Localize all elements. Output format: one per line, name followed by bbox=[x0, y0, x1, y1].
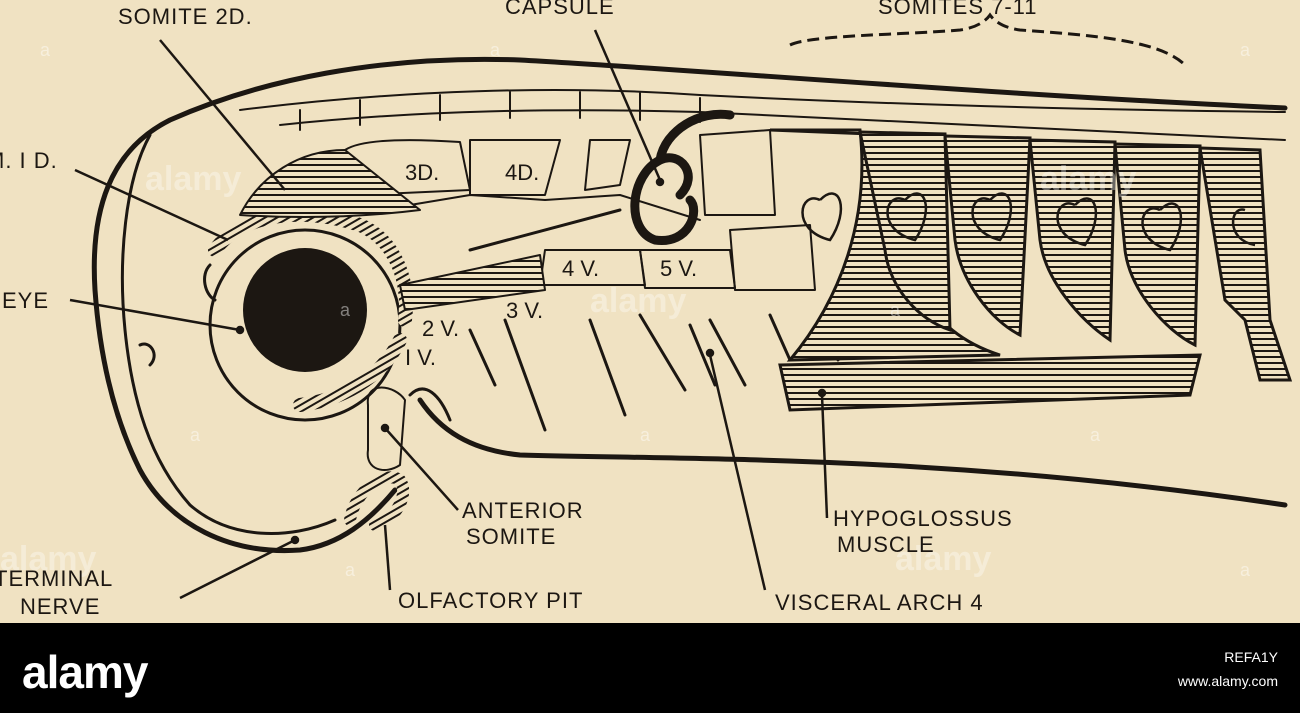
segment-1v: I V. bbox=[405, 345, 436, 370]
label-anterior-somite-line1: ANTERIOR bbox=[462, 498, 584, 523]
segment-2v: 2 V. bbox=[422, 316, 460, 341]
segment-5v: 5 V. bbox=[660, 256, 698, 281]
watermark-letter: a bbox=[190, 425, 201, 445]
watermark-text: alamy bbox=[145, 160, 242, 198]
label-olfactory-pit: OLFACTORY PIT bbox=[398, 588, 584, 613]
image-id: REFA1Y bbox=[1224, 649, 1278, 665]
label-somite-2d: SOMITE 2D. bbox=[118, 4, 253, 29]
watermark-text: alamy bbox=[0, 540, 97, 578]
embryo-diagram: alamy alamy alamy alamy alamy a a a a a … bbox=[0, 0, 1300, 623]
watermark-letter: a bbox=[490, 40, 501, 60]
watermark-letter: a bbox=[1240, 40, 1251, 60]
alamy-logo: alamy bbox=[22, 646, 148, 698]
watermark-letter: a bbox=[345, 560, 356, 580]
label-anterior-somite-line2: SOMITE bbox=[466, 524, 557, 549]
watermark-letter: a bbox=[1090, 425, 1101, 445]
segment-4d: 4D. bbox=[505, 160, 540, 185]
stock-footer: alamy REFA1Y www.alamy.com bbox=[0, 623, 1300, 713]
watermark-letter: a bbox=[40, 40, 51, 60]
watermark-letter: a bbox=[1240, 560, 1251, 580]
watermark-letter: a bbox=[640, 425, 651, 445]
segment-3d: 3D. bbox=[405, 160, 440, 185]
watermark-text: alamy bbox=[895, 540, 992, 578]
embryo-drawing bbox=[69, 12, 1293, 600]
label-somites-7-11: SOMITES 7-11 bbox=[878, 0, 1038, 19]
label-capsule: CAPSULE bbox=[505, 0, 615, 19]
label-hypoglossus-line1: HYPOGLOSSUS bbox=[833, 506, 1013, 531]
segment-3v: 3 V. bbox=[506, 298, 544, 323]
label-hypoglossus-line2: MUSCLE bbox=[837, 532, 935, 557]
segment-4v: 4 V. bbox=[562, 256, 600, 281]
watermark-letter: a bbox=[340, 300, 351, 320]
site-url: www.alamy.com bbox=[1177, 673, 1278, 689]
label-eye: EYE bbox=[2, 288, 50, 313]
label-visceral-arch-4: VISCERAL ARCH 4 bbox=[775, 590, 984, 615]
label-terminal-nerve-line2: NERVE bbox=[20, 594, 101, 619]
watermark-text: alamy bbox=[1040, 160, 1137, 198]
label-terminal-nerve-line1: TERMINAL bbox=[0, 566, 114, 591]
watermark-letter: a bbox=[890, 300, 901, 320]
label-m1d: M. I D. bbox=[0, 148, 58, 173]
watermark-text: alamy bbox=[590, 282, 687, 320]
